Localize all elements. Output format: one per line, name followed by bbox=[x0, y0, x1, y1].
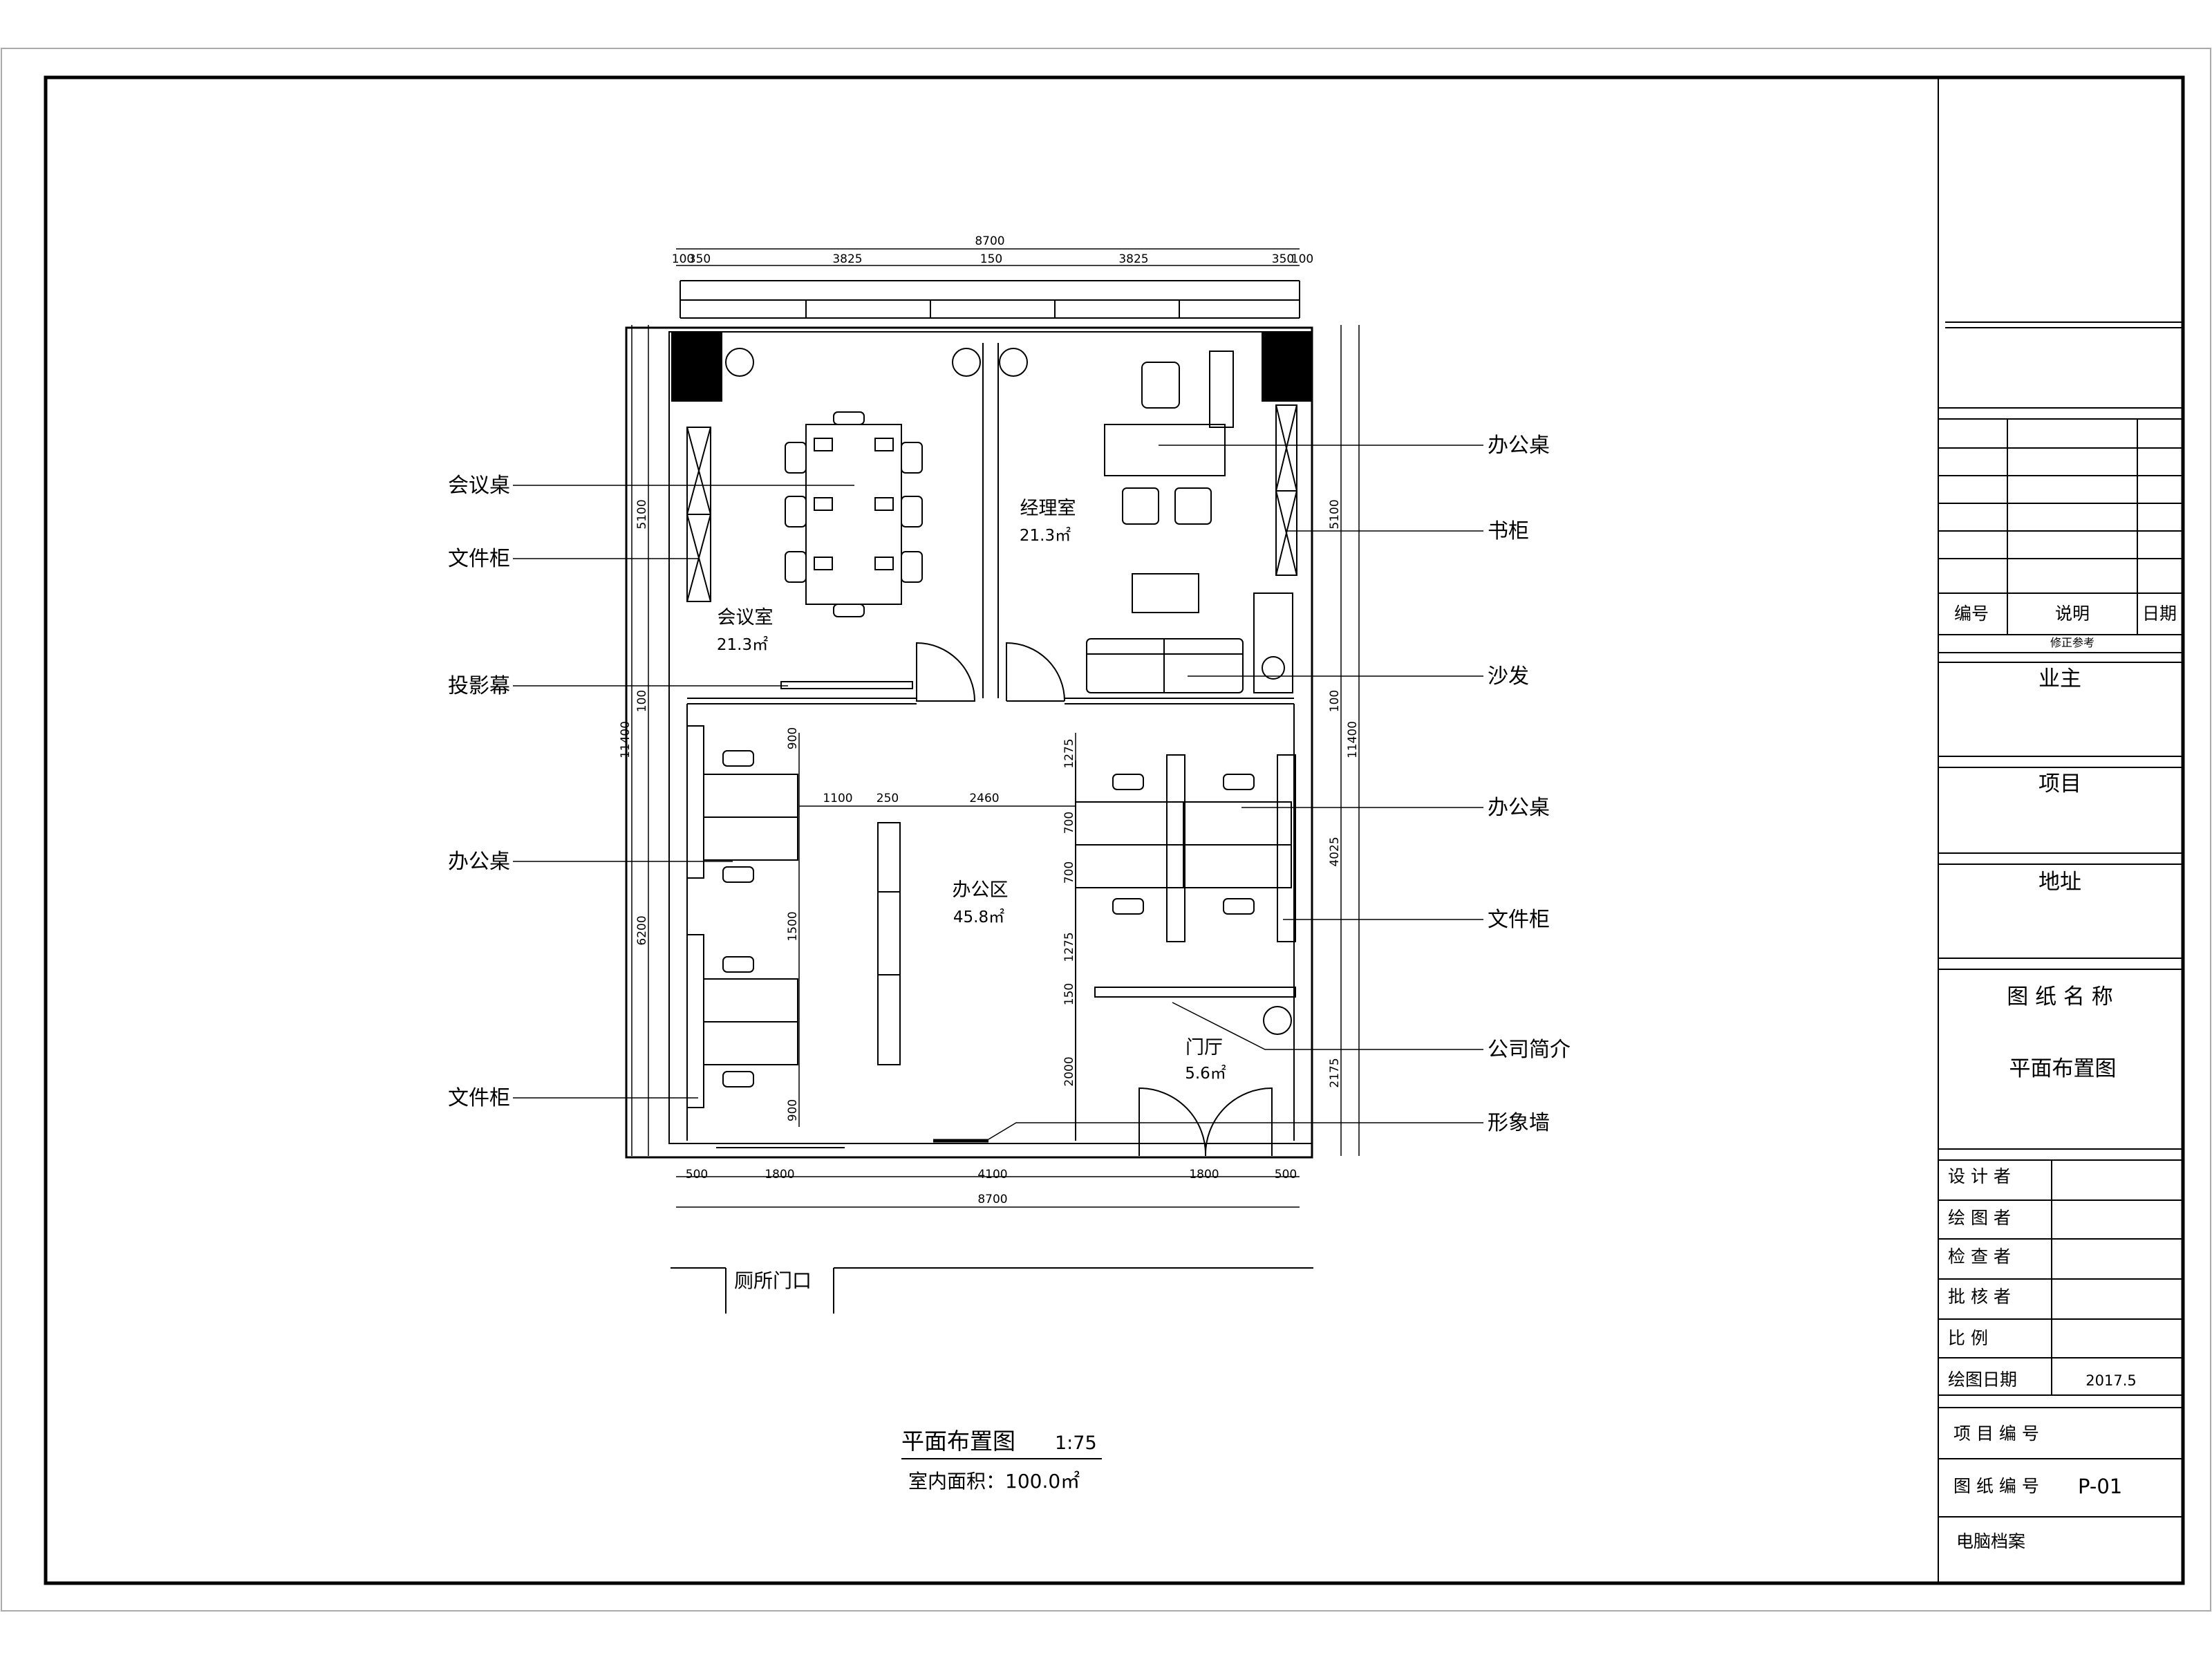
dim-bottom-part: 500 bbox=[1275, 1168, 1297, 1182]
callout-left: 办公桌 bbox=[448, 850, 510, 874]
dim-top-part: 100 bbox=[672, 252, 694, 266]
dim-right-part: 5100 bbox=[1328, 499, 1342, 529]
room-meeting-name: 会议室 bbox=[718, 607, 774, 628]
callout-labels: 会议桌 文件柜 投影幕 办公桌 文件柜 办公桌 书柜 沙发 办公桌 文件柜 公司… bbox=[448, 433, 1571, 1135]
dim-bottom-part: 4100 bbox=[977, 1168, 1007, 1182]
callout-right: 文件柜 bbox=[1488, 908, 1550, 932]
owner-label: 业主 bbox=[2038, 666, 2081, 691]
revision-note: 修正参考 bbox=[2050, 636, 2094, 649]
callout-left: 投影幕 bbox=[448, 674, 510, 698]
room-lobby-area: 5.6㎡ bbox=[1185, 1065, 1226, 1083]
room-manager-name: 经理室 bbox=[1020, 498, 1076, 519]
dim-inner: 700 bbox=[1062, 812, 1076, 834]
callout-right: 办公桌 bbox=[1488, 433, 1550, 458]
drawing-name: 平面布置图 bbox=[2009, 1056, 2117, 1081]
rev-header-no: 编号 bbox=[1954, 604, 1989, 624]
room-office-name: 办公区 bbox=[953, 879, 1009, 901]
role-approver: 批 核 者 bbox=[1948, 1287, 2011, 1307]
callout-left: 会议桌 bbox=[448, 474, 510, 498]
address-label: 地址 bbox=[2038, 870, 2081, 895]
callout-left: 文件柜 bbox=[448, 1086, 510, 1110]
dim-top-part: 100 bbox=[1291, 252, 1313, 266]
dim-bottom-part: 1800 bbox=[1189, 1168, 1219, 1182]
dim-left-part: 100 bbox=[635, 690, 649, 712]
drawing-no: P-01 bbox=[2078, 1475, 2122, 1498]
dim-top-part: 3825 bbox=[832, 252, 862, 266]
drawing-name-label: 图 纸 名 称 bbox=[2007, 984, 2113, 1009]
dim-right-part: 100 bbox=[1328, 690, 1342, 712]
dim-left-total: 11400 bbox=[619, 721, 632, 758]
dim-left-part: 6200 bbox=[635, 915, 649, 945]
drawing-no-label: 图 纸 编 号 bbox=[1953, 1476, 2039, 1496]
paper-border bbox=[1, 48, 2211, 1612]
dim-inner: 2000 bbox=[1062, 1056, 1076, 1086]
dim-inner: 250 bbox=[877, 792, 899, 805]
dim-top-part: 350 bbox=[688, 252, 711, 266]
dim-right-total: 11400 bbox=[1346, 721, 1360, 758]
callout-right: 公司简介 bbox=[1488, 1038, 1571, 1062]
dim-inner: 1275 bbox=[1062, 932, 1076, 962]
room-meeting-area: 21.3㎡ bbox=[717, 636, 768, 654]
dim-bottom-part: 1800 bbox=[765, 1168, 794, 1182]
callout-left: 文件柜 bbox=[448, 547, 510, 571]
dim-left-part: 5100 bbox=[635, 499, 649, 529]
dimension-lines bbox=[631, 248, 1360, 1208]
callout-right: 沙发 bbox=[1488, 664, 1529, 689]
role-designer: 设 计 者 bbox=[1948, 1166, 2011, 1186]
callout-right: 形象墙 bbox=[1488, 1111, 1550, 1135]
room-labels: 会议室 21.3㎡ 经理室 21.3㎡ 办公区 45.8㎡ 门厅 5.6㎡ 厕所… bbox=[717, 498, 1226, 1292]
project-label: 项目 bbox=[2038, 772, 2081, 796]
role-drafter: 绘 图 者 bbox=[1948, 1208, 2011, 1228]
project-no-label: 项 目 编 号 bbox=[1953, 1423, 2039, 1444]
drawing-date: 2017.5 bbox=[2086, 1372, 2136, 1389]
drawing-caption: 平面布置图 1:75 室内面积：100.0㎡ bbox=[901, 1428, 1102, 1493]
dim-top-part: 3825 bbox=[1118, 252, 1148, 266]
room-lobby-name: 门厅 bbox=[1185, 1037, 1223, 1058]
role-scale: 比 例 bbox=[1948, 1328, 1988, 1348]
drawing-scale: 1:75 bbox=[1055, 1432, 1097, 1454]
dim-top-part: 150 bbox=[980, 252, 1002, 266]
dim-inner: 2460 bbox=[969, 792, 999, 805]
role-checker: 检 查 者 bbox=[1948, 1246, 2011, 1267]
room-manager-area: 21.3㎡ bbox=[1020, 527, 1071, 545]
dim-inner: 1275 bbox=[1062, 738, 1076, 768]
rev-header-desc: 说明 bbox=[2055, 604, 2090, 624]
room-office-area: 45.8㎡ bbox=[953, 908, 1004, 926]
dim-top-part: 350 bbox=[1272, 252, 1294, 266]
dim-bottom-total: 8700 bbox=[977, 1193, 1007, 1206]
dim-inner: 900 bbox=[786, 727, 800, 749]
dim-bottom-part: 500 bbox=[686, 1168, 708, 1182]
dim-inner: 1500 bbox=[786, 911, 800, 941]
callout-right: 办公桌 bbox=[1488, 796, 1550, 820]
dim-inner: 150 bbox=[1062, 983, 1076, 1005]
archive-label: 电脑档案 bbox=[1956, 1531, 2025, 1551]
role-date: 绘图日期 bbox=[1948, 1370, 2017, 1390]
drawing-frame bbox=[44, 75, 2185, 1585]
title-block bbox=[1938, 77, 2184, 1584]
dim-inner: 1100 bbox=[823, 792, 852, 805]
callout-right: 书柜 bbox=[1488, 519, 1529, 543]
dim-top-total: 8700 bbox=[975, 234, 1004, 248]
floor-plan bbox=[625, 280, 1313, 1314]
leader-lines bbox=[513, 445, 1483, 1140]
dim-inner: 900 bbox=[786, 1099, 800, 1121]
title-block-text: 编号 说明 日期 修正参考 业主 项目 地址 图 纸 名 称 平面布置图 设 计… bbox=[1948, 604, 2177, 1551]
interior-area: 室内面积：100.0㎡ bbox=[908, 1470, 1080, 1493]
dim-right-part: 2175 bbox=[1328, 1058, 1342, 1087]
toilet-door-label: 厕所门口 bbox=[734, 1269, 812, 1292]
drawing-title: 平面布置图 bbox=[901, 1428, 1015, 1455]
dim-right-part: 4025 bbox=[1328, 837, 1342, 866]
rev-header-date: 日期 bbox=[2142, 604, 2177, 624]
dimension-text: 8700 100 350 3825 150 3825 350 100 500 1… bbox=[619, 234, 1360, 1206]
dim-inner: 700 bbox=[1062, 861, 1076, 884]
